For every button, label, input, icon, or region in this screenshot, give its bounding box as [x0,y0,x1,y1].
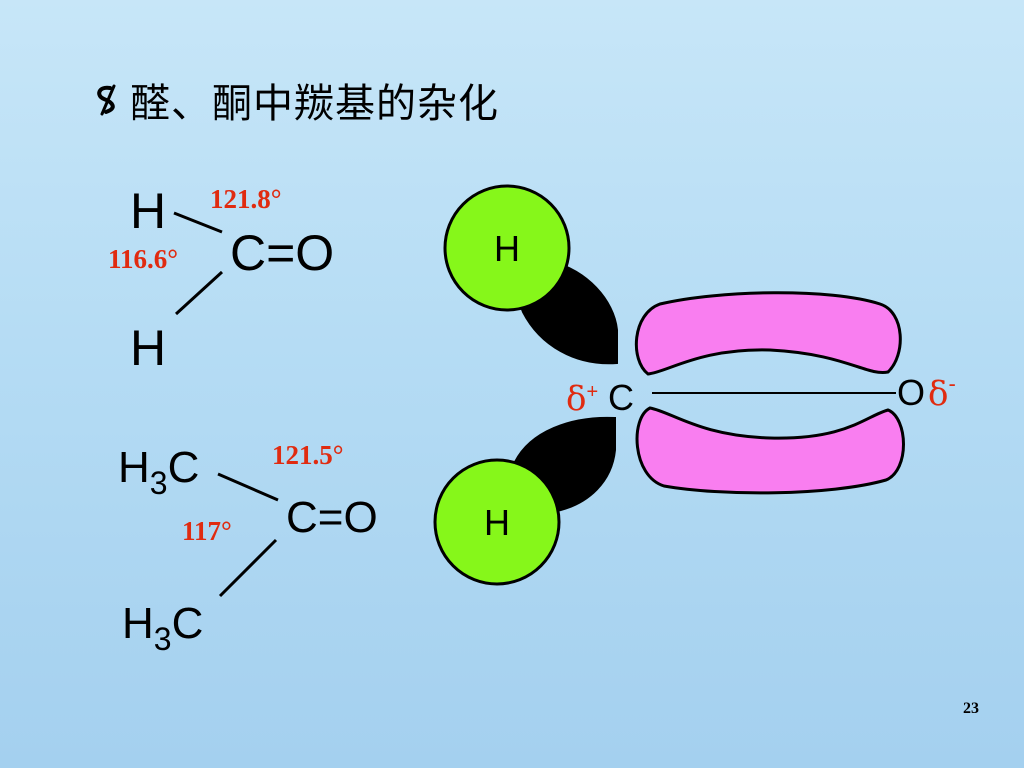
formaldehyde-angle-top: 121.8° [210,184,282,214]
oxygen-atom-label: O [897,372,925,413]
acetone-bond-bottom [218,538,278,598]
carbon-atom-label: C [608,377,634,418]
acetone-bottom-methyl: H3C [122,599,203,657]
slide-title: 醛、酮中羰基的杂化 [130,81,499,127]
formaldehyde-bottom-h: H [130,320,166,376]
formaldehyde-carbonyl: C=O [230,225,334,281]
slide-title-row: 醛、酮中羰基的杂化 [92,72,499,128]
hydrogen-orbital-top-label: H [494,228,520,269]
acetone-structure: H3C C=O H3C 121.5° 117° [118,440,378,657]
formaldehyde-structure: H C=O H 121.8° 116.6° [108,183,334,376]
formaldehyde-bond-top [173,211,223,234]
oxygen-partial-charge: δ- [928,371,956,414]
formaldehyde-bond-bottom [174,270,224,316]
acetone-bond-top [217,472,279,502]
hydrogen-orbital-bottom [433,458,561,586]
pi-orbital-upper [634,291,902,376]
hydrogen-orbital-bottom-label: H [484,502,510,543]
pi-orbital-lower [635,406,905,495]
link-bullet-icon [97,84,116,116]
formaldehyde-top-h: H [130,183,166,239]
acetone-angle-left: 117° [182,516,232,546]
acetone-angle-top: 121.5° [272,440,344,470]
acetone-top-methyl: H3C [118,443,199,501]
carbon-partial-charge: δ+ [566,379,598,419]
formaldehyde-angle-left: 116.6° [108,244,178,274]
hydrogen-orbital-top [443,184,571,312]
acetone-carbonyl: C=O [286,493,378,542]
carbonyl-orbital-diagram: H H δ+ C O δ- [433,184,956,586]
page-number: 23 [963,700,979,717]
